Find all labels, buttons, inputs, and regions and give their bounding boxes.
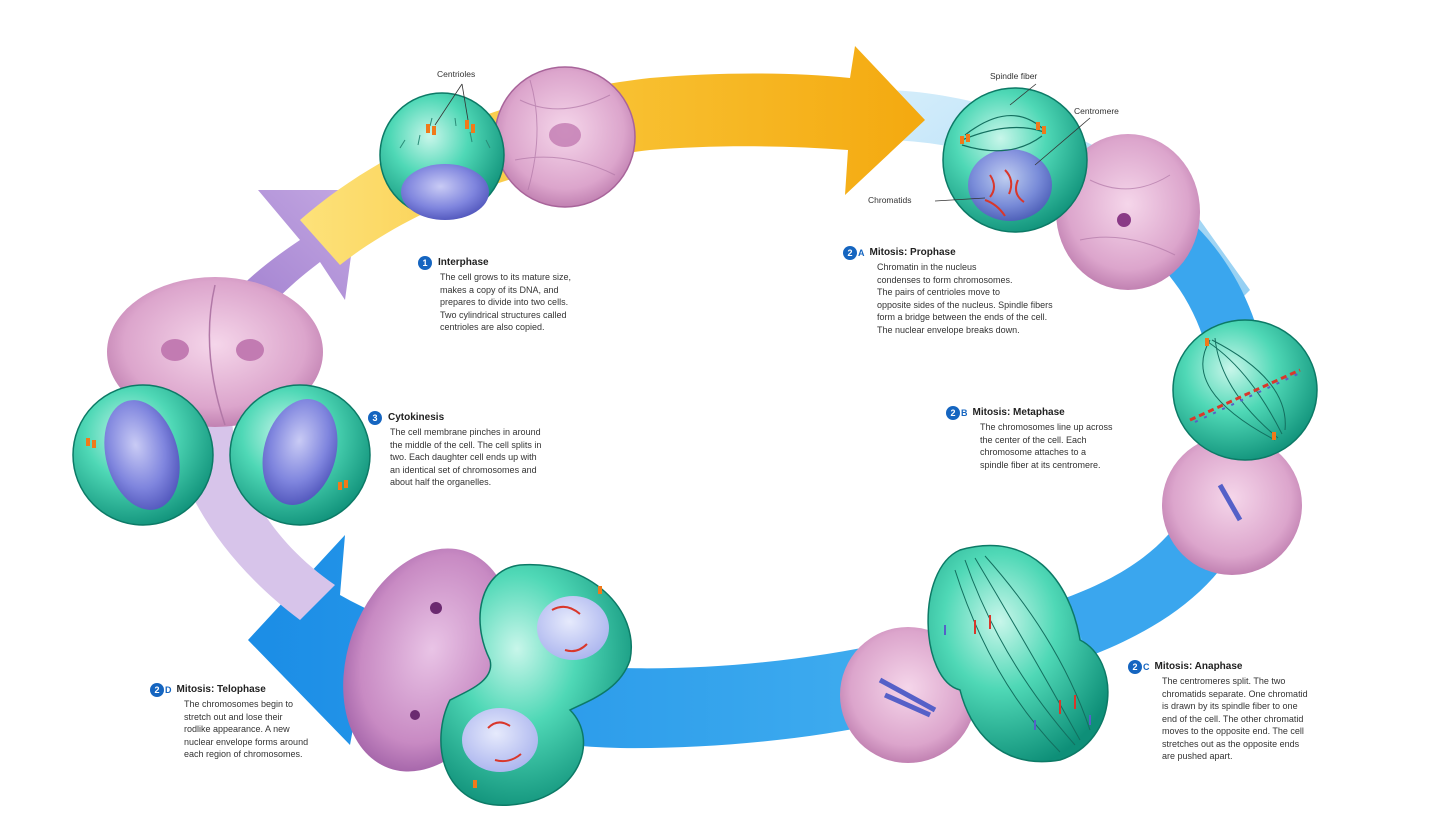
stage-title: Interphase [438,257,489,268]
stage-description: The cell membrane pinches in around the … [390,427,542,487]
stage-description: The chromosomes line up across the cente… [980,422,1113,470]
stage-number-badge: 2 [150,683,164,697]
interphase-micrograph [494,66,636,208]
metaphase-cell [1172,319,1318,461]
label-chromatids: Chromatids [868,195,912,205]
stage-number-badge: 3 [368,411,382,425]
stage-description: Chromatin in the nucleus condenses to fo… [877,262,1053,335]
telophase-cell [440,564,632,806]
label-spindle-fiber: Spindle fiber [990,71,1038,81]
stage-title: Cytokinesis [388,412,445,423]
stage-title: Mitosis: Telophase [176,684,266,695]
stage-number-badge: 2 [1128,660,1142,674]
stage-description: The chromosomes begin to stretch out and… [184,699,309,759]
stage-number-badge: 2 [946,406,960,420]
stage-number-badge: 2 [843,246,857,260]
leader-lines [434,83,1091,202]
cytokinesis-daughter-cell-left [72,384,214,526]
stage-title: Mitosis: Anaphase [1154,661,1243,672]
anaphase-cell [927,544,1109,763]
stage-title: Mitosis: Prophase [869,247,956,258]
metaphase-micrograph [1162,435,1302,575]
stage-cytokinesis: 3 Cytokinesis The cell membrane pinches i… [368,411,541,489]
arrow-yellow-segment [300,46,925,265]
stage-interphase: 1 Interphase The cell grows to its mature… [418,256,571,334]
label-centrioles: Centrioles [437,69,476,79]
stage-title: Mitosis: Metaphase [972,407,1065,418]
stage-number-badge: 1 [418,256,432,270]
stage-description: The centromeres split. The two chromatid… [1162,676,1308,761]
prophase-cell [942,87,1088,233]
stage-description: The cell grows to its mature size, makes… [440,272,572,332]
interphase-cell [379,92,505,220]
cytokinesis-daughter-cell-right [229,384,371,526]
prophase-micrograph [1056,134,1200,290]
label-centromere: Centromere [1074,106,1119,116]
